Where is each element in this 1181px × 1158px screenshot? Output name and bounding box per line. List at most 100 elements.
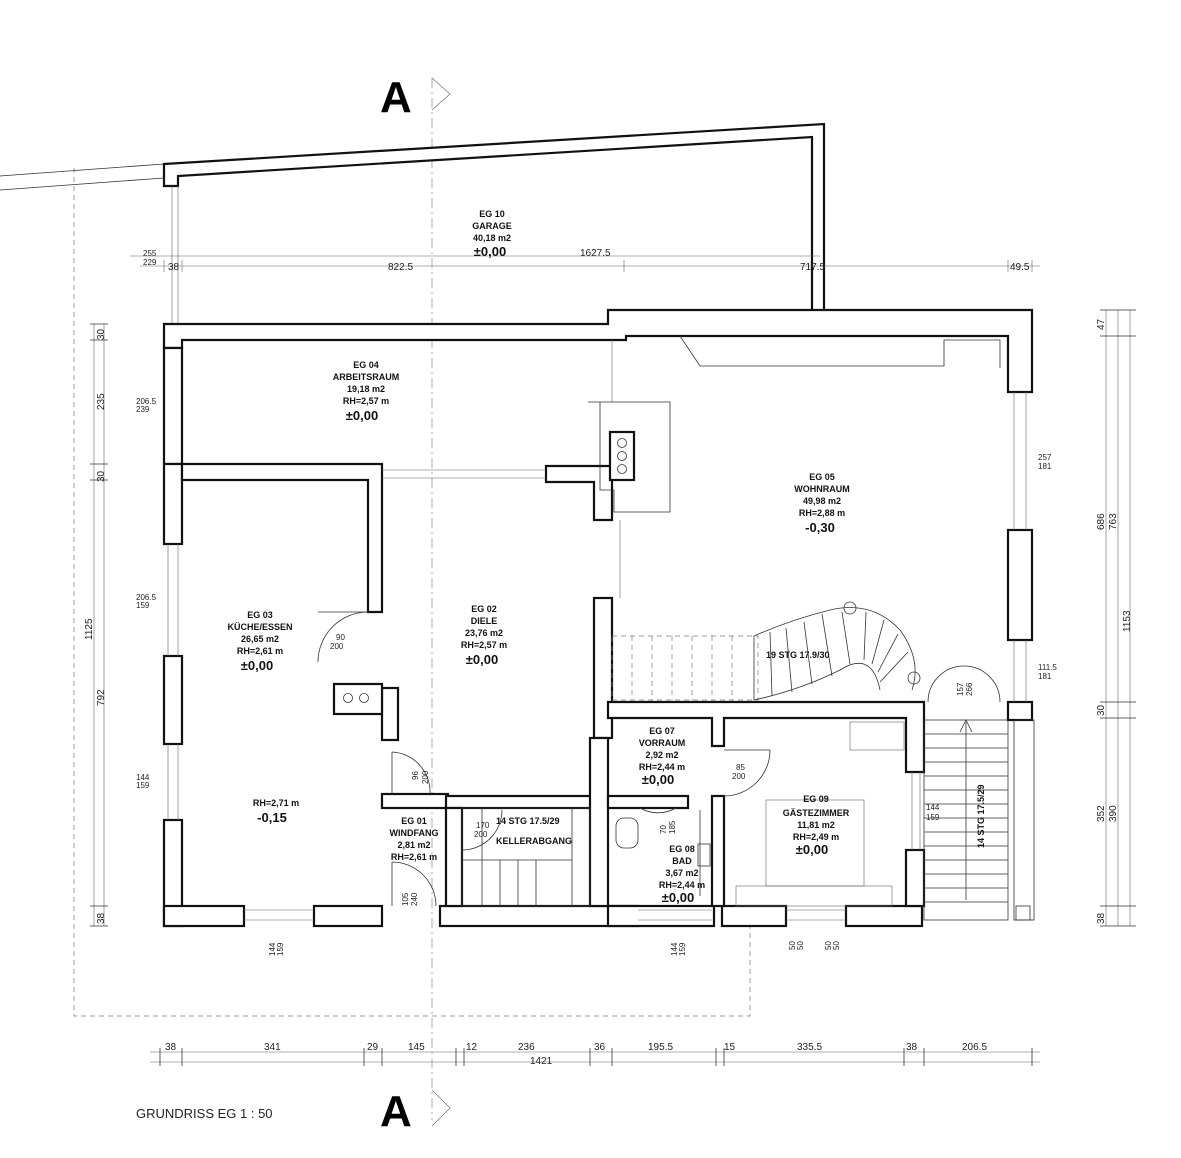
dim-top-1: 38: [168, 262, 180, 273]
dim-right-5: 352: [1096, 805, 1107, 822]
svg-text:170: 170: [476, 821, 490, 830]
svg-text:181: 181: [1038, 672, 1052, 681]
wall-windfang-north: [380, 792, 450, 810]
svg-text:50: 50: [788, 941, 797, 950]
svg-text:WOHNRAUM: WOHNRAUM: [794, 484, 850, 494]
svg-text:3,67 m2: 3,67 m2: [665, 868, 698, 878]
drawing-title: GRUNDRISS EG 1 : 50: [136, 1106, 273, 1121]
wall-south-4: [606, 904, 716, 928]
svg-text:BAD: BAD: [672, 856, 692, 866]
stair-label-outside: 14 STG 17.5/29: [976, 784, 986, 848]
svg-text:200: 200: [474, 830, 488, 839]
svg-text:257: 257: [1038, 453, 1052, 462]
main-stair: [611, 601, 921, 701]
terrain-line-2: [0, 177, 165, 191]
stair-label-kellerabgang: KELLERABGANG: [496, 836, 572, 846]
svg-text:144: 144: [926, 803, 940, 812]
wall-south-2: [312, 904, 384, 928]
svg-text:DIELE: DIELE: [471, 616, 498, 626]
wall-west-2: [162, 462, 184, 546]
svg-text:EG 04: EG 04: [353, 360, 379, 370]
svg-text:70: 70: [659, 825, 668, 834]
svg-text:EG 09: EG 09: [803, 794, 829, 804]
svg-text:±0,00: ±0,00: [466, 652, 498, 667]
svg-text:RH=2,44 m: RH=2,44 m: [659, 880, 705, 890]
dim-bot-8: 195.5: [648, 1042, 673, 1053]
svg-text:240: 240: [410, 892, 419, 906]
svg-text:RH=2,49 m: RH=2,49 m: [793, 832, 839, 842]
dim-top-2: 822.5: [388, 262, 413, 273]
svg-text:GARAGE: GARAGE: [472, 221, 512, 231]
svg-text:50: 50: [824, 941, 833, 950]
svg-text:EG 05: EG 05: [809, 472, 835, 482]
dim-right-4: 30: [1096, 704, 1107, 716]
svg-text:RH=2,44 m: RH=2,44 m: [639, 762, 685, 772]
svg-text:144: 144: [670, 942, 679, 956]
dim-right-6: 390: [1108, 805, 1119, 822]
basin-icon: [697, 843, 711, 867]
wall-south-6: [844, 904, 924, 928]
wall-kitchen-north: [180, 462, 384, 614]
dim-left-total: 1125: [84, 618, 95, 640]
dim-bot-2: 341: [264, 1042, 281, 1053]
svg-text:40,18 m2: 40,18 m2: [473, 233, 511, 243]
svg-text:206.5: 206.5: [136, 397, 157, 406]
dim-top-left-2: 229: [143, 258, 157, 267]
svg-text:RH=2,71 m: RH=2,71 m: [253, 798, 299, 808]
room-label-vorraum: EG 07 VORRAUM 2,92 m2 RH=2,44 m ±0,00: [639, 726, 686, 787]
dim-right-7: 38: [1096, 912, 1107, 924]
svg-text:49,98 m2: 49,98 m2: [803, 496, 841, 506]
svg-text:105: 105: [401, 892, 410, 906]
svg-text:±0,00: ±0,00: [642, 772, 674, 787]
wall-cellar-west: [444, 806, 464, 908]
room-label-kueche: EG 03 KÜCHE/ESSEN 26,65 m2 RH=2,61 m ±0,…: [227, 610, 292, 673]
wall-north: [162, 308, 1034, 394]
dim-bot-7: 36: [594, 1042, 606, 1053]
terrain-line: [0, 163, 165, 177]
wall-bad-east: [710, 794, 726, 908]
dim-bot-1: 38: [165, 1042, 177, 1053]
svg-text:181: 181: [1038, 462, 1052, 471]
wall-west-1: [162, 346, 184, 466]
svg-text:96: 96: [411, 771, 420, 780]
wall-cellar-north: [444, 794, 596, 810]
room-label-essen: RH=2,71 m -0,15: [253, 798, 299, 825]
svg-text:239: 239: [136, 405, 150, 414]
svg-text:144: 144: [136, 773, 150, 782]
svg-text:RH=2,61 m: RH=2,61 m: [237, 646, 283, 656]
wall-east-2: [1006, 528, 1034, 642]
svg-text:2,92 m2: 2,92 m2: [645, 750, 678, 760]
dim-top-5: 49.5: [1010, 262, 1030, 273]
dim-bot-total: 1421: [530, 1056, 553, 1067]
svg-text:±0,00: ±0,00: [346, 408, 378, 423]
dim-top-3: 1627.5: [580, 248, 611, 259]
svg-text:±0,00: ±0,00: [662, 890, 694, 905]
stair-label-cellar: 14 STG 17.5/29: [496, 816, 560, 826]
section-mark-bottom: A: [380, 1087, 412, 1136]
section-arrow-top: [431, 77, 451, 111]
room-label-garage: EG 10 GARAGE 40,18 m2 ±0,00: [472, 209, 512, 259]
dim-bot-10: 335.5: [797, 1042, 822, 1053]
svg-text:±0,00: ±0,00: [796, 842, 828, 857]
dim-top-left-1: 255: [143, 249, 157, 258]
svg-text:GÄSTEZIMMER: GÄSTEZIMMER: [783, 808, 850, 818]
roof-outline: [73, 168, 751, 1017]
dim-left-1: 30: [96, 328, 107, 340]
svg-text:159: 159: [926, 813, 940, 822]
room-label-arbeitsraum: EG 04 ARBEITSRAUM 19,18 m2 RH=2,57 m ±0,…: [333, 360, 400, 423]
svg-text:EG 01: EG 01: [401, 816, 427, 826]
svg-text:206.5: 206.5: [136, 593, 157, 602]
dim-bot-3: 29: [367, 1042, 379, 1053]
svg-text:RH=2,88 m: RH=2,88 m: [799, 508, 845, 518]
svg-text:159: 159: [136, 781, 150, 790]
svg-text:VORRAUM: VORRAUM: [639, 738, 686, 748]
outside-stair: [923, 719, 1035, 921]
cellar-stair: [461, 807, 591, 907]
dim-left-3: 30: [96, 470, 107, 482]
svg-text:266: 266: [965, 682, 974, 696]
svg-text:-0,15: -0,15: [257, 810, 287, 825]
dim-left-4: 792: [96, 689, 107, 706]
wall-west-3: [162, 654, 184, 746]
dim-right-2: 686: [1096, 513, 1107, 530]
